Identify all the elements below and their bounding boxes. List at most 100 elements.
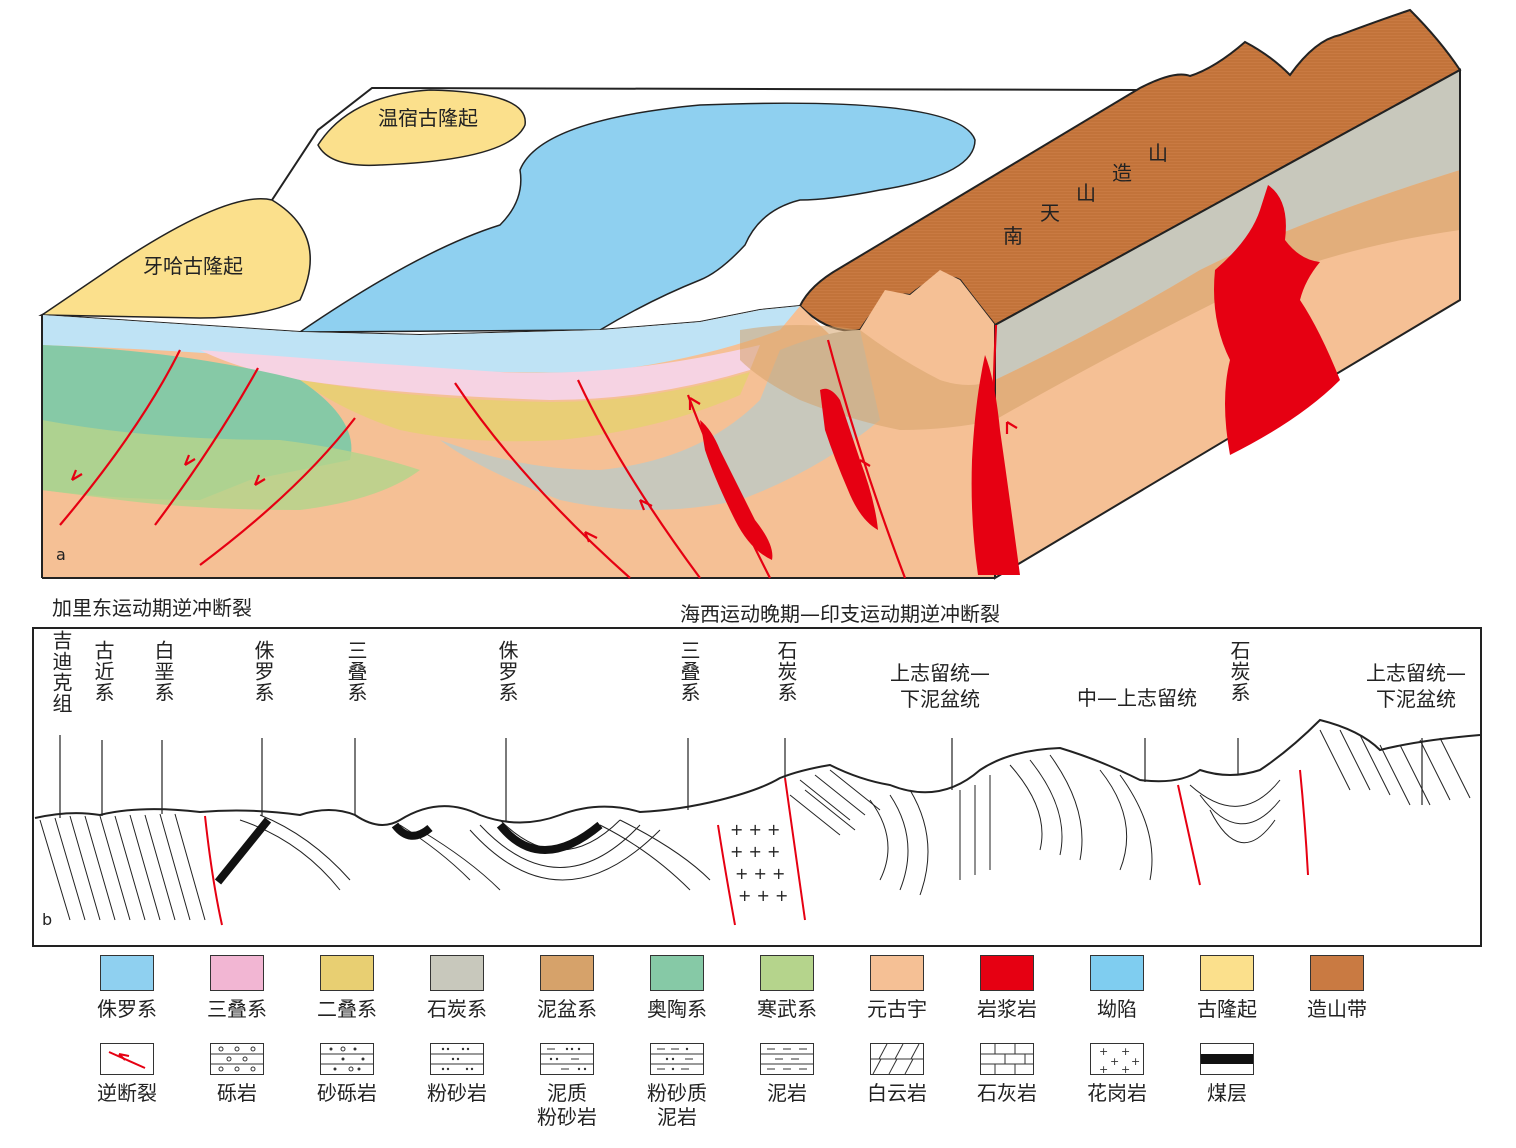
legend-label: 侏罗系	[97, 997, 157, 1021]
coal-seam	[214, 817, 272, 885]
sandy-conglomerate-icon	[320, 1043, 374, 1075]
yaha-uplift-label: 牙哈古隆起	[143, 254, 243, 278]
legend-label: 石灰岩	[977, 1081, 1037, 1105]
legend-item: 粉砂质 泥岩	[622, 1043, 732, 1129]
legend-item: 岩浆岩	[952, 955, 1062, 1021]
coal-seam-icon	[1200, 1043, 1254, 1075]
svg-text:+: +	[1099, 1045, 1108, 1058]
legend-label: 元古宇	[867, 997, 927, 1021]
legend-label: 泥质 粉砂岩	[537, 1081, 597, 1129]
legend-label: 花岗岩	[1087, 1081, 1147, 1105]
panel-b-label: b	[42, 910, 52, 929]
legend-label: 古隆起	[1197, 997, 1257, 1021]
legend-label: 奥陶系	[647, 997, 707, 1021]
section-label-upper-silurian-lower-devonian-2: 上志留统— 下泥盆统	[1366, 661, 1466, 711]
legend-item: 砾岩	[182, 1043, 292, 1105]
legend-label: 三叠系	[207, 997, 267, 1021]
legend-label: 泥岩	[767, 1081, 807, 1105]
orogen-label-char: 天	[1040, 201, 1060, 225]
yaha-uplift	[39, 198, 311, 319]
legend-label: 白云岩	[867, 1081, 927, 1105]
legend-label: 砂砾岩	[317, 1081, 377, 1105]
coal-seam	[496, 821, 603, 854]
section-label-cretaceous: 白垩系	[151, 640, 175, 703]
dolomite-icon	[870, 1043, 924, 1075]
legend-item: 逆断裂	[72, 1043, 182, 1105]
legend-label: 石炭系	[427, 997, 487, 1021]
legend-item: 侏罗系	[72, 955, 182, 1021]
legend-item: 坳陷	[1062, 955, 1172, 1021]
svg-text:+ + +: + + +	[730, 820, 780, 839]
legend-item: 古隆起	[1172, 955, 1282, 1021]
legend-item: 泥岩	[732, 1043, 842, 1105]
legend-swatch	[210, 955, 264, 991]
legend-item: 石炭系	[402, 955, 512, 1021]
panel-a-label: a	[56, 545, 66, 564]
magma-dike	[971, 355, 1020, 575]
section-label-jidike: 吉迪克组	[49, 630, 73, 714]
depression	[297, 102, 976, 333]
layer-cambrian-front	[42, 420, 420, 510]
layer-permian-front	[300, 372, 750, 442]
label-leaders	[59, 735, 1423, 822]
layer-carboniferous-side	[995, 70, 1460, 380]
legend-swatch	[1200, 955, 1254, 991]
legend-item: 泥质 粉砂岩	[512, 1043, 622, 1129]
coal-seam	[391, 822, 433, 840]
legend-label: 逆断裂	[97, 1081, 157, 1105]
section-surface	[34, 718, 1481, 826]
section-label-middle-upper-silurian: 中—上志留统	[1077, 686, 1197, 710]
granite-body: + + + + + + + + + + + +	[730, 820, 788, 905]
legend-label: 泥盆系	[537, 997, 597, 1021]
legend-swatch	[540, 955, 594, 991]
layer-triassic-front	[200, 345, 760, 400]
layer-jurassic-front	[42, 306, 800, 373]
caption-caledonian-thrust: 加里东运动期逆冲断裂	[52, 596, 252, 620]
legend-item: 奥陶系	[622, 955, 732, 1021]
wensu-uplift-label: 温宿古隆起	[378, 106, 478, 130]
mudstone-icon	[760, 1043, 814, 1075]
magma-body	[1214, 185, 1340, 455]
legend-swatch	[1310, 955, 1364, 991]
legend-swatch	[100, 955, 154, 991]
svg-text:+: +	[1131, 1055, 1140, 1068]
svg-text:+ + +: + + +	[738, 886, 788, 905]
svg-text:+: +	[1110, 1055, 1119, 1068]
layer-devonian-front	[740, 325, 995, 430]
legend-swatch	[980, 955, 1034, 991]
legend-item: 三叠系	[182, 955, 292, 1021]
reverse-faults	[59, 324, 1018, 579]
section-label-carboniferous-1: 石炭系	[774, 640, 798, 703]
conglomerate-icon	[210, 1043, 264, 1075]
legend-item: 泥盆系	[512, 955, 622, 1021]
legend-label: 坳陷	[1097, 997, 1137, 1021]
legend-swatch	[320, 955, 374, 991]
legend-item: 白云岩	[842, 1043, 952, 1105]
section-label-carboniferous-2: 石炭系	[1227, 640, 1251, 703]
muddy-siltstone-icon	[540, 1043, 594, 1075]
legend-swatch	[430, 955, 484, 991]
cross-section: + + + + + + + + + + + + b	[32, 627, 1482, 947]
legend-item: 造山带	[1282, 955, 1392, 1021]
legend-item: 寒武系	[732, 955, 842, 1021]
svg-text:+ + +: + + +	[735, 864, 785, 883]
section-label-triassic-2: 三叠系	[677, 640, 701, 703]
legend-label: 粉砂岩	[427, 1081, 487, 1105]
siltstone-icon	[430, 1043, 484, 1075]
legend-label: 造山带	[1307, 997, 1367, 1021]
svg-text:+: +	[1099, 1063, 1108, 1074]
svg-text:+: +	[1121, 1045, 1130, 1058]
wensu-uplift	[317, 89, 526, 167]
section-label-upper-silurian-lower-devonian-1: 上志留统— 下泥盆统	[890, 661, 990, 711]
silty-mudstone-icon	[650, 1043, 704, 1075]
legend-swatch	[870, 955, 924, 991]
legend-swatch	[650, 955, 704, 991]
orogen-label-char: 造	[1112, 161, 1132, 185]
legend-item: 煤层	[1172, 1043, 1282, 1105]
orogen-label: 南 天 山 造 山	[1003, 141, 1168, 248]
legend-swatch	[760, 955, 814, 991]
section-label-jurassic-1: 侏罗系	[251, 640, 275, 703]
svg-text:+ + +: + + +	[730, 842, 780, 861]
legend-item: 砂砾岩	[292, 1043, 402, 1105]
section-label-paleogene: 古近系	[91, 640, 115, 703]
